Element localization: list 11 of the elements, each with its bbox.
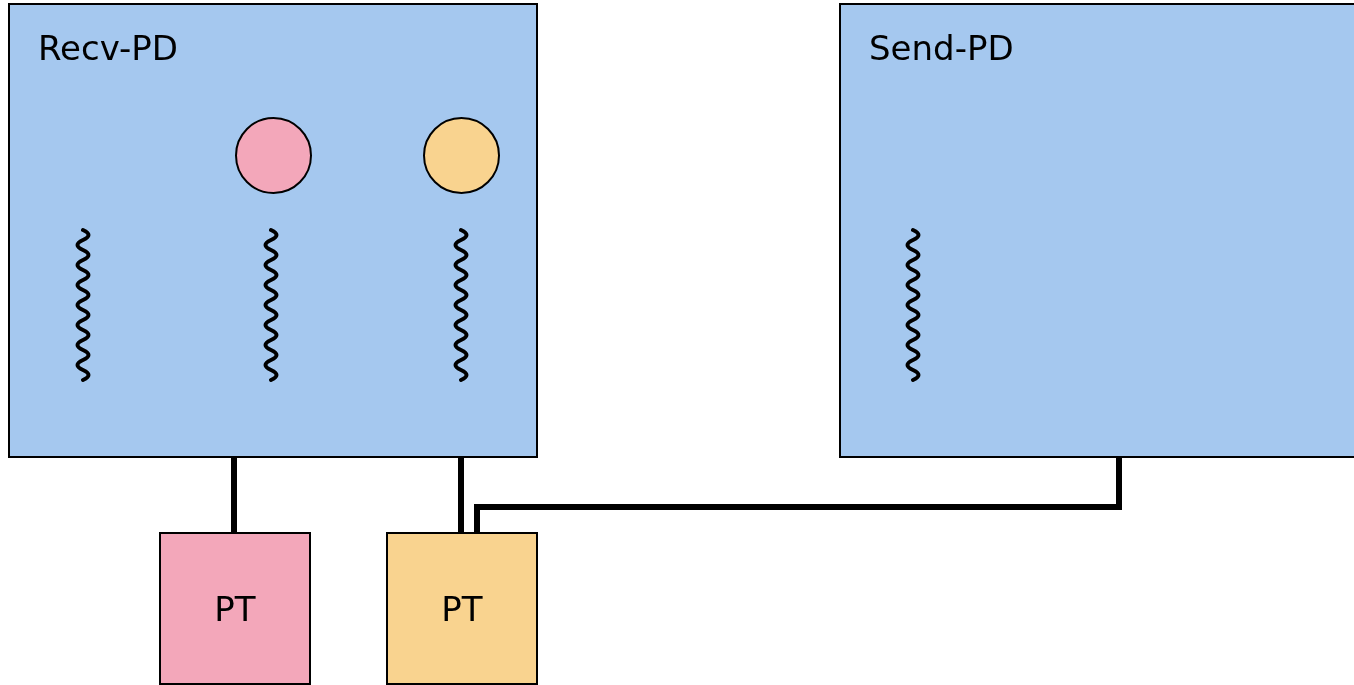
box-title: Recv-PD (38, 27, 178, 69)
connector-line (474, 458, 1122, 532)
connector-line (458, 458, 464, 532)
box-title: Send-PD (869, 27, 1014, 69)
box-label: PT (213, 587, 257, 630)
container-box (8, 3, 538, 458)
process-box (159, 532, 311, 685)
box-label: PT (440, 587, 484, 630)
connector-line (231, 458, 237, 532)
process-box (386, 532, 538, 685)
container-box (839, 3, 1354, 458)
